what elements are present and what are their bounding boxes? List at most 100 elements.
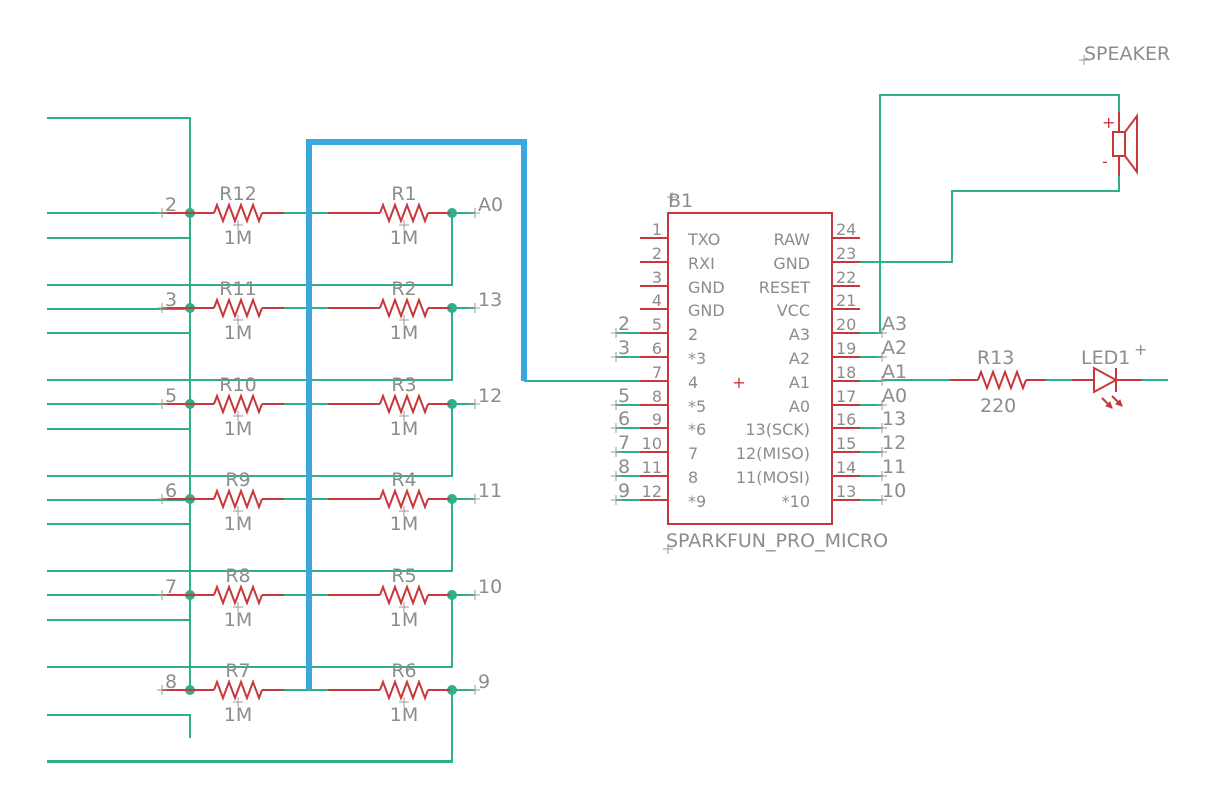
origin-mark [470, 590, 480, 600]
mcu-pin-label: 2 [688, 325, 698, 344]
sense-wire [47, 595, 453, 668]
mcu-pin-label: TXO [687, 230, 720, 249]
mcu-pin-number: 15 [836, 434, 856, 453]
net-label-7: 7 [618, 432, 630, 454]
net-label-5: 5 [165, 385, 177, 407]
net-label-9: 9 [618, 480, 630, 502]
mcu-pin-label: 13(SCK) [745, 420, 810, 439]
sense-wire [47, 308, 453, 381]
mcu-pin-label: GND [688, 278, 725, 297]
resistor-name: R11 [219, 278, 256, 300]
mcu-pin-label: A2 [789, 349, 810, 368]
mcu-pin-label: RXI [688, 254, 715, 273]
mcu-pin-label: 11(MOSI) [736, 468, 810, 487]
mcu-layer: B1SPARKFUN_PRO_MICRO+1TXO2RXI3GND4GND522… [611, 190, 907, 554]
input-wire-left [47, 117, 191, 213]
mcu-pin-number: 18 [836, 363, 856, 382]
origin-mark [399, 506, 409, 516]
mcu-pin-number: 19 [836, 339, 856, 358]
origin-mark [611, 328, 621, 338]
mcu-pin-number: 14 [836, 458, 856, 477]
origin-mark [157, 590, 167, 600]
origin-mark [399, 220, 409, 230]
sense-wire [47, 499, 453, 572]
origin-mark [470, 494, 480, 504]
resistor-r13[interactable]: R13 220 [950, 347, 1046, 417]
resistor-value: 1M [390, 513, 418, 535]
sense-wire [47, 213, 453, 286]
mcu-pin-number: 23 [836, 244, 856, 263]
mcu-pin-number: 17 [836, 387, 856, 406]
mcu-body[interactable] [667, 212, 833, 525]
mcu-pin-number: 24 [836, 220, 856, 239]
net-label-12: 12 [478, 385, 502, 407]
mcu-pin-number: 1 [652, 220, 662, 239]
resistor-name: R6 [391, 660, 416, 682]
origin-mark [399, 411, 409, 421]
net-label-2: 2 [165, 194, 177, 216]
net-label-10: 10 [478, 576, 502, 598]
mcu-pin-number: 12 [642, 482, 662, 501]
resistor-name: R9 [225, 469, 250, 491]
speaker-symbol[interactable]: + - SPEAKER [1079, 43, 1170, 176]
mcu-pin-label: 7 [688, 444, 698, 463]
origin-mark [399, 602, 409, 612]
origin-mark [611, 400, 621, 410]
resistor-name: R5 [391, 565, 416, 587]
mcu-pin-number: 5 [652, 315, 662, 334]
net-label-11: 11 [478, 480, 502, 502]
origin-mark [157, 685, 167, 695]
resistor-name: R2 [391, 278, 416, 300]
net-label-9: 9 [478, 671, 490, 693]
mcu-pin-label: VCC [777, 301, 810, 320]
net-label-a0: A0 [478, 194, 503, 216]
origin-mark [157, 494, 167, 504]
mcu-pin-label: RAW [774, 230, 811, 249]
mcu-pin-label: A0 [789, 397, 810, 416]
net-label-6: 6 [165, 480, 177, 502]
origin-mark [877, 376, 887, 386]
resistor-r8[interactable]: R8 1M [162, 565, 284, 631]
origin-mark [877, 471, 887, 481]
mcu-pin-label: 8 [688, 468, 698, 487]
sense-wire [47, 690, 453, 762]
resistor-name: R4 [391, 469, 416, 491]
origin-mark [233, 697, 243, 707]
mcu-pin-number: 8 [652, 387, 662, 406]
resistor-name: R8 [225, 565, 250, 587]
mcu-pin-number: 3 [652, 268, 662, 287]
origin-mark [157, 208, 167, 218]
origin-mark [611, 423, 621, 433]
resistor-value: 1M [224, 609, 252, 631]
speaker-origin-mark [1079, 55, 1089, 65]
origin-mark [877, 328, 887, 338]
mcu-pin-number: 21 [836, 291, 856, 310]
resistor-r4[interactable]: R4 1M [328, 469, 450, 535]
mcu-pin-label: *5 [688, 397, 706, 416]
origin-mark [611, 447, 621, 457]
origin-mark [877, 400, 887, 410]
mcu-pin-number: 11 [642, 458, 662, 477]
mcu-pin-number: 7 [652, 363, 662, 382]
mcu-pin-number: 2 [652, 244, 662, 263]
resistor-value: 1M [224, 704, 252, 726]
resistor-r6[interactable]: R6 1M [328, 660, 450, 726]
mcu-pin-label: *3 [688, 349, 706, 368]
mcu-pin-label: 12(MISO) [736, 444, 810, 463]
mcu-name: SPARKFUN_PRO_MICRO [666, 530, 888, 552]
resistor-value: 1M [390, 704, 418, 726]
resistor-name: R3 [391, 374, 416, 396]
led-symbol[interactable]: LED1 + [1072, 340, 1147, 409]
mcu-pin-label: RESET [759, 278, 810, 297]
origin-mark [233, 411, 243, 421]
